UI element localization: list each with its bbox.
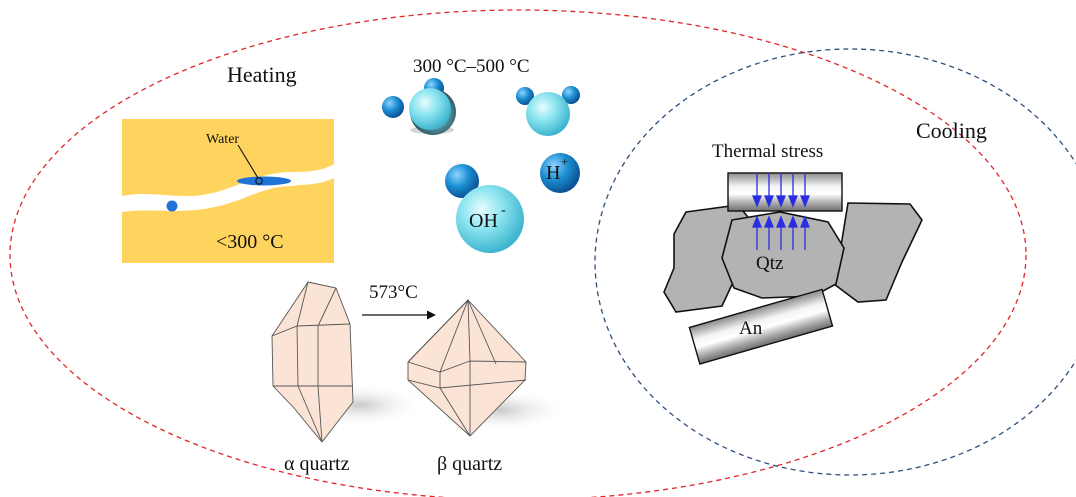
thermal-stress-label: Thermal stress — [712, 141, 823, 162]
oh-minus-sup: - — [501, 203, 506, 218]
grain-boundary-panel: Water <300 °C — [122, 119, 334, 263]
hydroxide-ion-icon: OH - — [445, 164, 524, 253]
water-droplet-icon — [166, 200, 178, 212]
alpha-quartz-label: α quartz — [284, 453, 350, 475]
beta-quartz-crystal — [407, 298, 570, 437]
alpha-quartz-crystal — [271, 281, 425, 443]
beta-quartz-label: β quartz — [437, 453, 502, 475]
water-label: Water — [206, 132, 239, 147]
right-grain — [833, 202, 923, 303]
h-plus-base: H — [546, 162, 560, 184]
water-molecule-icon — [382, 78, 456, 135]
quartz-label: Qtz — [756, 253, 783, 274]
heating-ellipse — [9, 9, 1027, 497]
cooling-label: Cooling — [916, 118, 987, 143]
quartz-grain — [721, 211, 845, 299]
anorthite-cylinder — [688, 288, 834, 365]
oh-minus-base: OH — [469, 210, 498, 232]
h-plus-sup: + — [561, 154, 568, 169]
anorthite-label: An — [739, 318, 763, 339]
mineral-assemblage: An Qtz — [663, 172, 923, 365]
water-molecule-icon — [516, 86, 580, 136]
heating-label: Heating — [227, 62, 297, 87]
hydrogen-ion-icon: H + — [540, 153, 580, 193]
water-film-icon — [237, 176, 291, 186]
transition-temp-label: 573°C — [369, 282, 418, 303]
temp-range-label: 300 °C–500 °C — [413, 56, 530, 77]
below-300-label: <300 °C — [216, 231, 284, 253]
stress-arrows — [752, 173, 810, 250]
upper-stress-cylinder — [727, 172, 843, 212]
